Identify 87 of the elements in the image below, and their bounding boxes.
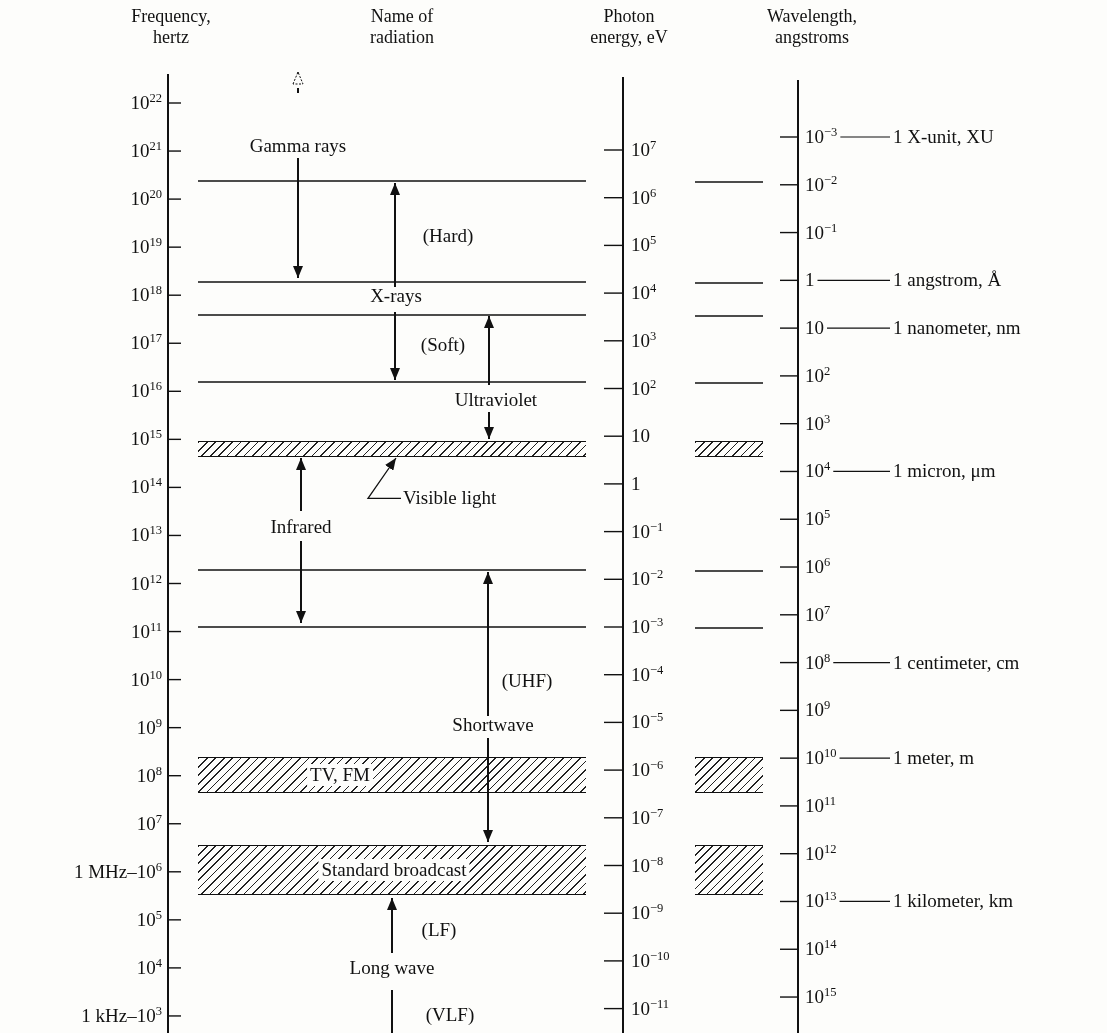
- tick-label: 1: [805, 269, 815, 291]
- tick-label: 10$^{19}$: [130, 236, 162, 258]
- tick-label: 10$^{8}$: [136, 765, 162, 787]
- tick-label: 10$^{−10}$: [631, 950, 670, 972]
- tick-label: 10$^{7}$: [805, 604, 831, 626]
- band-name: Gamma rays: [249, 135, 347, 157]
- tick-label: 10$^{−7}$: [631, 807, 664, 829]
- band-name: TV, FM: [307, 764, 373, 786]
- unit-label: 1 X-unit, XU: [893, 126, 994, 148]
- tick-label: 10$^{5}$: [136, 909, 162, 931]
- band-name: Shortwave: [452, 714, 534, 736]
- tick-label: 10: [631, 425, 650, 447]
- column-heading: Frequency, hertz: [130, 6, 212, 48]
- tick-label: 10$^{12}$: [805, 843, 837, 865]
- tick-label: 10$^{15}$: [130, 428, 162, 450]
- tick-label: 10$^{3}$: [805, 413, 831, 435]
- tick-label: 10$^{6}$: [631, 187, 657, 209]
- tick-label: 10$^{10}$: [805, 747, 837, 769]
- tick-label: 10$^{16}$: [130, 380, 162, 402]
- tick-label: 10: [805, 317, 824, 339]
- tick-label: 10$^{−4}$: [631, 664, 664, 686]
- tick-label: 10$^{14}$: [805, 938, 837, 960]
- unit-label: 1 nanometer, nm: [893, 317, 1021, 339]
- tick-label: 1 kHz–10$^{3}$: [81, 1005, 162, 1027]
- tick-label: 10$^{17}$: [130, 332, 162, 354]
- tick-label: 10$^{5}$: [631, 234, 657, 256]
- tick-label: 10$^{−11}$: [631, 998, 670, 1020]
- band-name: X-rays: [370, 285, 422, 307]
- tick-label: 10$^{9}$: [805, 699, 831, 721]
- tick-label: 10$^{22}$: [130, 92, 162, 114]
- tick-label: 10$^{7}$: [631, 139, 657, 161]
- tick-label: 10$^{6}$: [805, 556, 831, 578]
- tick-label: 10$^{−5}$: [631, 711, 664, 733]
- tick-label: 10$^{11}$: [130, 621, 162, 642]
- column-heading: Name of radiation: [369, 6, 435, 48]
- band-name: (Hard): [422, 225, 474, 247]
- tick-label: 10$^{18}$: [130, 284, 162, 306]
- band-name: Visible light: [403, 488, 497, 509]
- tick-label: 1 MHz–10$^{6}$: [73, 861, 162, 883]
- tick-label: 10$^{15}$: [805, 986, 837, 1008]
- tick-label: 10$^{12}$: [130, 573, 162, 594]
- tick-label: 10$^{−6}$: [631, 759, 664, 781]
- tick-label: 10$^{3}$: [631, 330, 657, 352]
- tick-label: 10$^{−8}$: [631, 855, 664, 876]
- tick-label: 10$^{5}$: [805, 508, 831, 530]
- unit-label: 1 kilometer, km: [893, 891, 1014, 912]
- unit-label: 1 micron, μm: [893, 461, 996, 482]
- unit-label: 1 meter, m: [893, 747, 975, 769]
- band-name: Ultraviolet: [454, 389, 538, 411]
- tick-label: 10$^{9}$: [136, 717, 162, 739]
- tick-label: 10$^{14}$: [130, 476, 162, 498]
- tick-label: 10$^{4}$: [631, 282, 657, 304]
- tick-label: 10$^{−1}$: [805, 222, 838, 243]
- tick-label: 10$^{4}$: [805, 461, 831, 482]
- unit-label: 1 angstrom, Å: [893, 269, 1002, 291]
- leader-line: [366, 457, 402, 500]
- band-name: Long wave: [349, 957, 435, 979]
- tick-label: 10$^{13}$: [130, 525, 162, 546]
- tick-label: 10$^{−1}$: [631, 521, 664, 543]
- unit-label: 1 centimeter, cm: [893, 652, 1020, 673]
- tick-label: 10$^{−2}$: [631, 568, 664, 590]
- hatched-band: [198, 845, 586, 895]
- tick-label: 10$^{20}$: [130, 188, 162, 210]
- tick-label: 10$^{10}$: [130, 669, 162, 691]
- tick-label: 10$^{2}$: [805, 365, 831, 387]
- band-name: (Soft): [420, 334, 466, 356]
- tick-label: 10$^{21}$: [130, 140, 162, 162]
- band-name: (UHF): [501, 670, 553, 692]
- hatched-band: [198, 441, 586, 457]
- tick-label: 10$^{7}$: [136, 813, 162, 835]
- band-name: (VLF): [425, 1004, 475, 1026]
- tick-label: 10$^{−3}$: [631, 616, 664, 638]
- tick-label: 10$^{−3}$: [805, 126, 838, 148]
- tick-label: 10$^{−2}$: [805, 174, 838, 196]
- column-heading: Wavelength, angstroms: [766, 6, 858, 48]
- tick-label: 1: [631, 473, 641, 495]
- tick-label: 10$^{4}$: [136, 957, 162, 979]
- tick-label: 10$^{8}$: [805, 652, 831, 673]
- band-name: Infrared: [270, 516, 332, 538]
- band-name: (LF): [421, 919, 457, 941]
- column-heading: Photon energy, eV: [589, 6, 669, 48]
- hatched-band: [198, 757, 586, 793]
- band-name: Standard broadcast: [318, 859, 470, 881]
- tick-label: 10$^{13}$: [805, 891, 837, 912]
- tick-label: 10$^{11}$: [805, 795, 837, 817]
- tick-label: 10$^{2}$: [631, 378, 657, 399]
- tick-label: 10$^{−9}$: [631, 902, 664, 924]
